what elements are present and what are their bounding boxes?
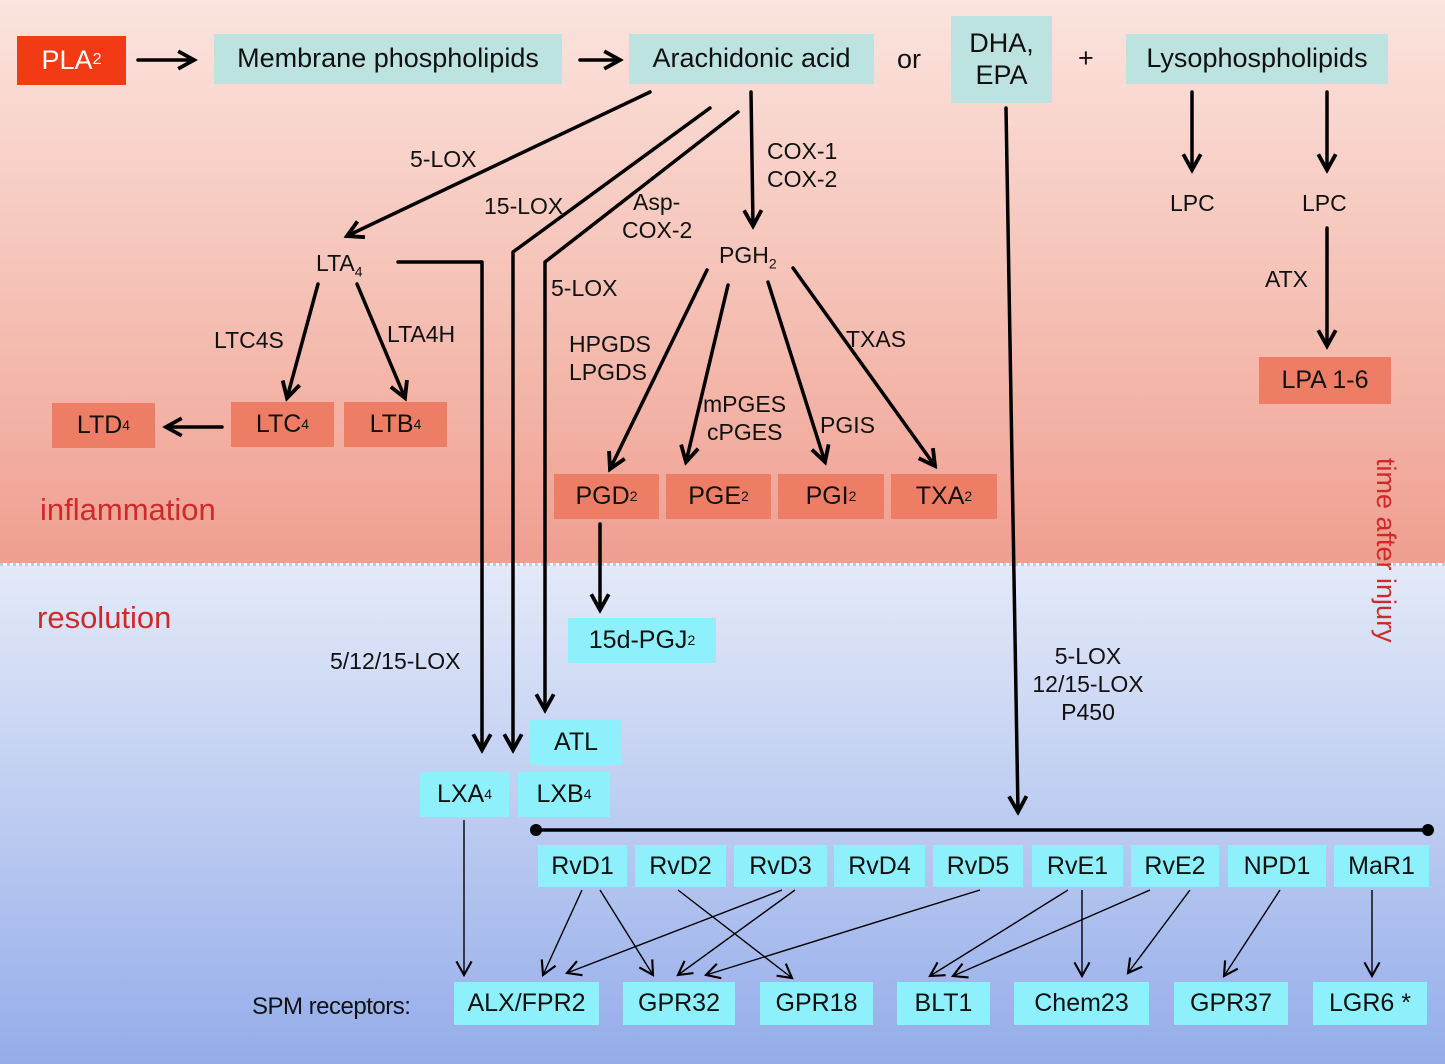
arrow-aa-lta4 (347, 90, 652, 236)
pgh2-node: PGH2 (719, 242, 777, 272)
arrow-rvd1-gpr32 (599, 889, 655, 977)
enzyme-ltc4s: LTC4S (214, 327, 284, 353)
mediator-rvd1: RvD1 (538, 845, 627, 887)
arrow-rvd5-gpr32 (703, 889, 981, 980)
arrow-rvd3-alx (564, 889, 783, 977)
arrow-pgh2-pge2 (686, 283, 730, 462)
time-axis-label: time after injury (1371, 458, 1401, 643)
bracket-end-left (530, 824, 542, 836)
or-label: or (897, 44, 922, 74)
arrow-dha-resolvins (1004, 106, 1018, 812)
phase-divider (0, 563, 1445, 566)
resolution-background (0, 565, 1445, 1064)
enzyme-5lox-b: 5-LOX (551, 275, 618, 301)
mediator-npd1: NPD1 (1228, 845, 1326, 887)
arrow-pgh2-txa2 (791, 266, 935, 466)
lpa-node: LPA 1-6 (1259, 357, 1391, 404)
receptor-blt1: BLT1 (897, 982, 990, 1025)
arrow-rve1-blt1 (928, 889, 1069, 978)
receptor-gpr18: GPR18 (760, 982, 873, 1025)
receptor-gpr32: GPR32 (623, 982, 735, 1025)
lpc-right-node: LPC (1302, 190, 1347, 216)
enzyme-5lox-a: 5-LOX (410, 146, 477, 172)
mediator-rvd4: RvD4 (834, 845, 925, 887)
mediator-mar1: MaR1 (1334, 845, 1429, 887)
receptor-lgr6: LGR6 * (1313, 982, 1427, 1025)
arrow-aa-pgh2 (751, 90, 753, 226)
mediator-rve2: RvE2 (1131, 845, 1219, 887)
lysophospholipids-node: Lysophospholipids (1126, 34, 1388, 84)
enzyme-atx: ATX (1265, 266, 1309, 292)
arrow-pgh2-pgi2 (766, 280, 825, 462)
arrow-aa-atl (545, 110, 740, 710)
inflammation-label: inflammation (40, 492, 216, 527)
plus-label: + (1078, 43, 1094, 73)
mediator-rvd5: RvD5 (933, 845, 1023, 887)
mediator-rvd3: RvD3 (734, 845, 827, 887)
arrow-rve2-blt1 (950, 889, 1151, 979)
arrow-pgh2-pgd2 (610, 268, 709, 469)
resolution-label: resolution (37, 600, 172, 635)
lta4-node: LTA4 (316, 250, 363, 280)
arrow-lta4-ltb4 (355, 282, 405, 398)
arrow-lta4-lxa4 (396, 260, 482, 750)
arrow-lta4-ltc4 (287, 282, 320, 398)
enzyme-5-12-15-lox: 5/12/15-LOX (330, 648, 461, 674)
inflammation-background (0, 0, 1445, 563)
atl-node: ATL (530, 720, 622, 765)
receptor-chem23: Chem23 (1014, 982, 1149, 1025)
enzyme-15lox: 15-LOX (484, 193, 564, 219)
arrow-rve2-chem23 (1126, 889, 1191, 975)
arrow-npd1-gpr37 (1222, 889, 1281, 978)
membrane-phospholipids-node: Membrane phospholipids (214, 34, 562, 84)
dha-epa-node: DHA,EPA (951, 16, 1052, 103)
arrow-rvd1-alx (540, 889, 583, 977)
bracket-end-right (1422, 824, 1434, 836)
mediator-rve1: RvE1 (1032, 845, 1123, 887)
arrow-rvd3-gpr32 (676, 889, 796, 977)
spm-receptors-label: SPM receptors: (252, 993, 411, 1020)
enzyme-pgis: PGIS (820, 412, 875, 438)
enzyme-txas: TXAS (846, 326, 907, 352)
enzyme-asp-cox2: Asp-COX-2 (622, 189, 693, 244)
lpc-left-node: LPC (1170, 190, 1215, 216)
receptor-gpr37: GPR37 (1174, 982, 1288, 1025)
mediator-rvd2: RvD2 (635, 845, 726, 887)
enzyme-lta4h: LTA4H (387, 321, 456, 347)
arrow-aa-lxb4 (513, 106, 712, 750)
receptor-alx-fpr2: ALX/FPR2 (454, 982, 599, 1025)
arachidonic-acid-node: Arachidonic acid (629, 34, 874, 84)
